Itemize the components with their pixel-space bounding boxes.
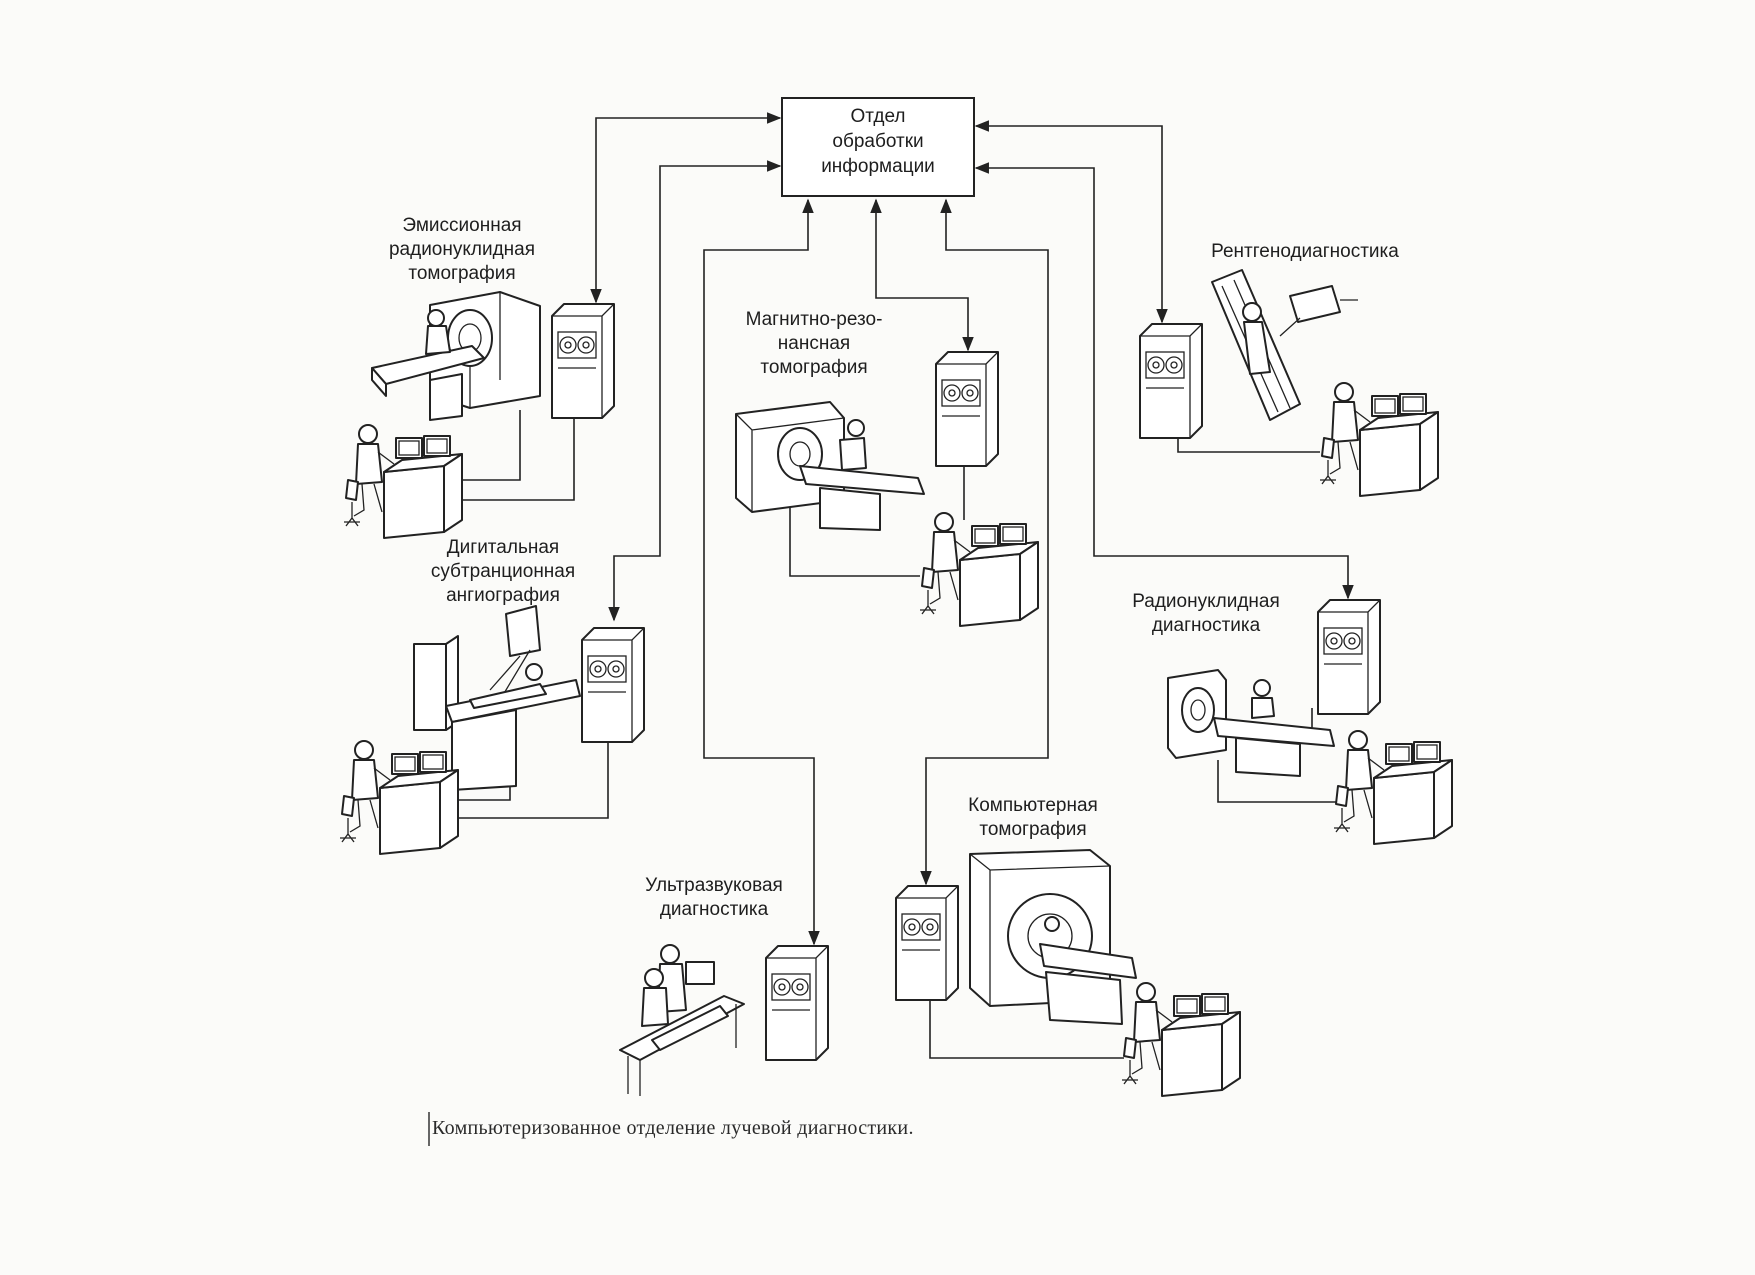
link-radionuclide [974, 162, 1354, 600]
xray-table [1211, 269, 1358, 421]
mri-scanner [735, 401, 925, 531]
ct-scanner [969, 849, 1137, 1025]
label-dsa: Дигитальная субтранционная ангиография [430, 537, 576, 606]
radionuclide-console [1333, 730, 1453, 845]
hub-label: Отдел обработки информации [821, 106, 935, 177]
radionuclide-computer [1317, 599, 1381, 715]
mri-computer [935, 351, 999, 467]
radionuclide-scanner [1167, 669, 1335, 777]
ct-computer [895, 885, 959, 1001]
ultrasound-computer [765, 945, 829, 1061]
hub-box [781, 97, 975, 197]
emission-console [343, 424, 463, 539]
xray-console [1319, 382, 1439, 497]
ct-console [1121, 982, 1241, 1097]
label-ultrasound: Ультразвуковая диагностика [645, 875, 783, 920]
mri-console [919, 512, 1039, 627]
caption-marker [428, 1112, 430, 1146]
dsa-equipment [413, 605, 581, 791]
label-ct: Компьютерная томография [968, 795, 1098, 840]
link-ultrasound [703, 198, 820, 946]
emission-scanner [371, 291, 541, 421]
ultrasound-station [619, 944, 745, 1096]
label-radionuclide: Радионуклидная диагностика [1132, 591, 1280, 636]
xray-computer [1139, 323, 1203, 439]
link-dsa [608, 160, 782, 622]
dsa-computer [581, 627, 645, 743]
label-emission: Эмиссионная радионуклидная томография [388, 215, 536, 284]
label-mri: Магнитно-резо- нансная томография [745, 309, 883, 378]
dsa-console [339, 740, 459, 855]
link-xray [974, 120, 1168, 324]
emission-computer [551, 303, 615, 419]
link-emission [590, 112, 782, 304]
label-xray: Рентгенодиагностика [1211, 241, 1399, 262]
figure-caption: Компьютеризованное отделение лучевой диа… [432, 1117, 914, 1139]
